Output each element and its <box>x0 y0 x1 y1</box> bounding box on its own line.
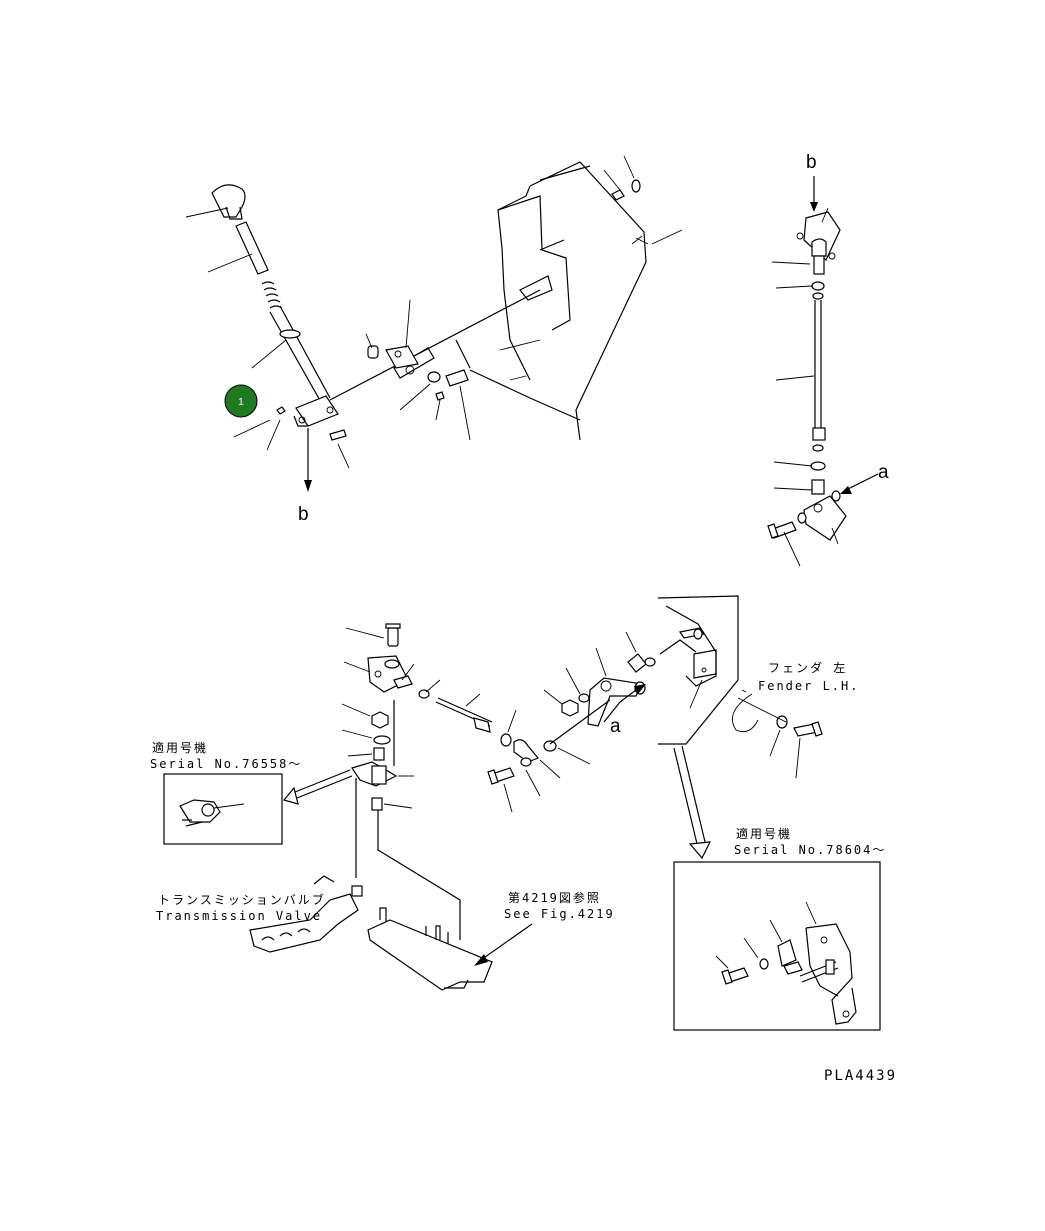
callout-number: 1 <box>238 397 244 408</box>
serial-right-en: Serial No.78604～ <box>734 843 886 857</box>
fender-bracket <box>657 595 823 860</box>
serial-left-jp: 適用号機 <box>152 740 208 755</box>
ref-b-left: b <box>298 504 309 525</box>
lower-linkage-stack <box>341 623 461 940</box>
vertical-rod-assembly: b a <box>767 152 889 567</box>
serial-right-jp: 適用号機 <box>736 826 792 841</box>
serial-inset-right <box>673 861 881 1031</box>
shift-lever-assembly <box>185 184 350 492</box>
see-fig-en: See Fig.4219 <box>504 907 615 921</box>
transmission-label-en: Transmission Valve <box>156 909 322 923</box>
transmission-label-jp: トランスミッションバルブ <box>158 892 326 907</box>
link-rod <box>329 289 541 441</box>
callout-marker-1[interactable]: 1 <box>224 384 258 418</box>
ref-a-right: a <box>878 462 889 483</box>
cab-bracket <box>455 155 683 441</box>
transmission-valve <box>249 875 363 953</box>
fender-label-en: Fender L.H. <box>758 679 859 693</box>
fender-label-jp: フェンダ 左 <box>768 660 847 675</box>
ref-b-top: b <box>806 152 817 173</box>
see-fig-jp: 第4219図参照 <box>508 890 601 905</box>
bell-crank: a <box>543 631 656 745</box>
lower-link-rod <box>435 693 591 813</box>
serial-left-en: Serial No.76558～ <box>150 757 302 771</box>
ref-a-mid: a <box>610 716 621 737</box>
serial-inset-left <box>163 769 353 845</box>
drawing-code: PLA4439 <box>824 1068 897 1084</box>
pedal-plate <box>367 907 533 991</box>
